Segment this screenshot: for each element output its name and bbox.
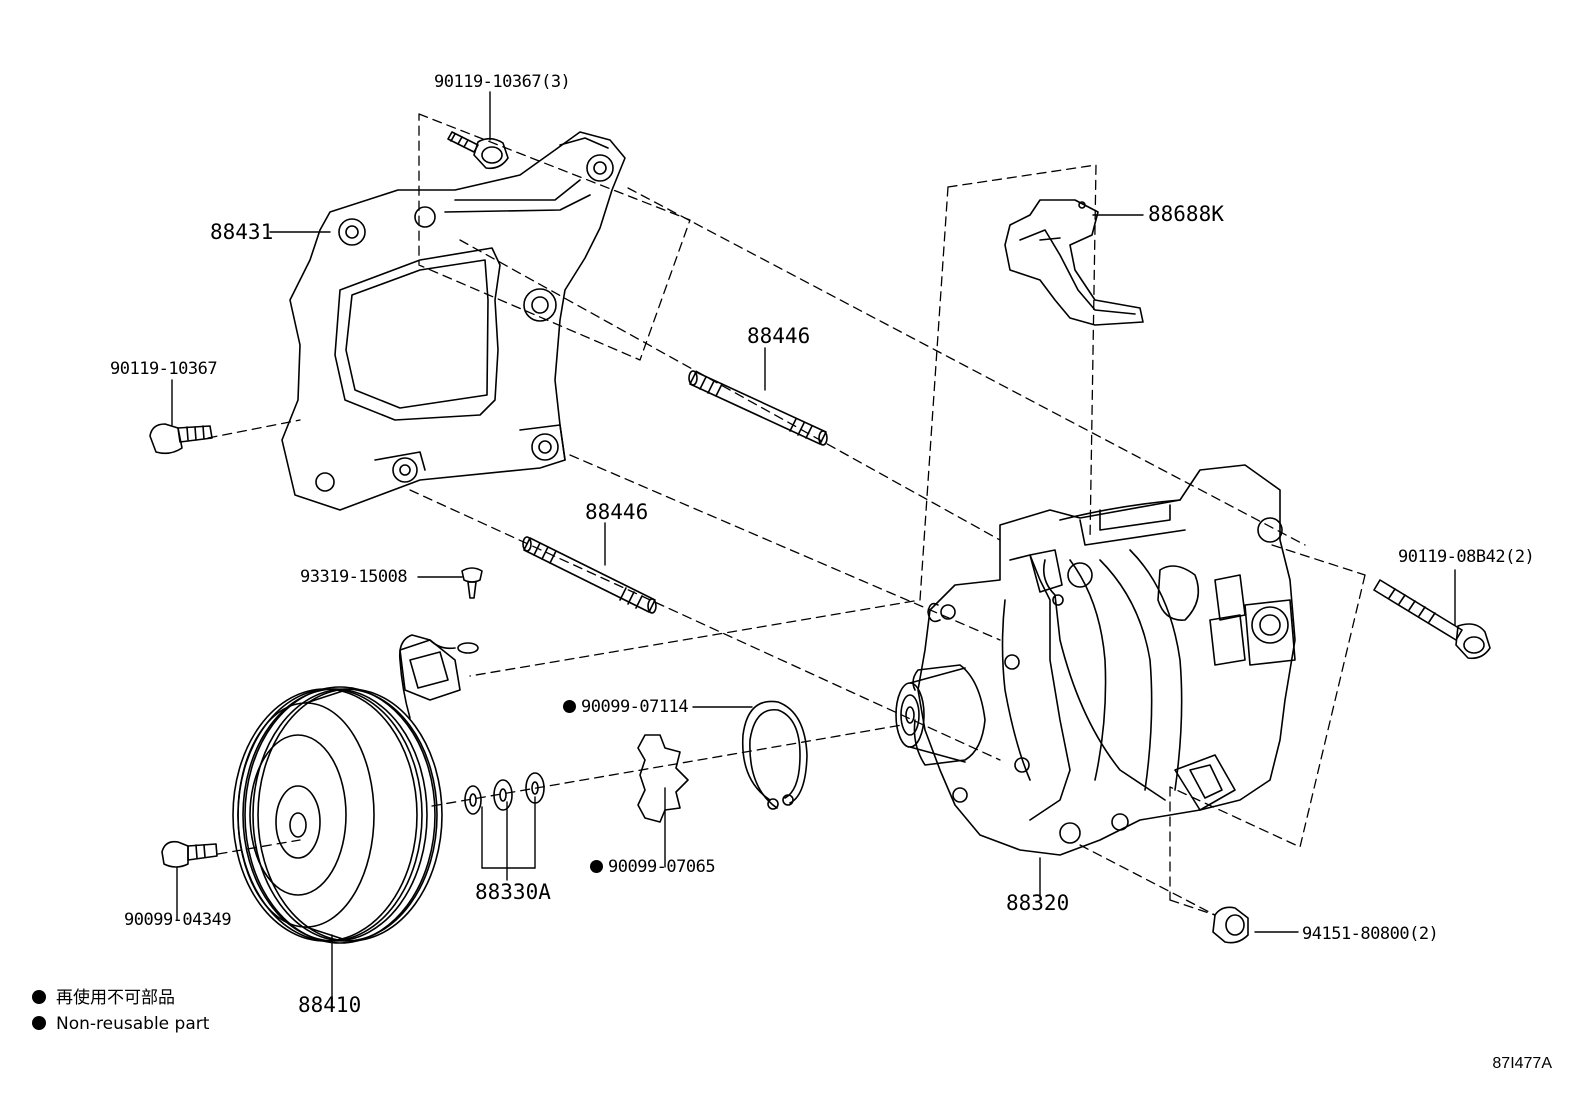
- screw-art: [461, 567, 483, 599]
- label-bolt-clutch[interactable]: 90099-04349: [124, 910, 232, 930]
- label-compressor[interactable]: 88320: [1006, 891, 1070, 915]
- bullet-dot-icon: [32, 1016, 46, 1030]
- bolt-top-art: [447, 131, 509, 170]
- star-plate-art: [637, 734, 689, 823]
- label-stud-upper[interactable]: 88446: [747, 324, 811, 348]
- label-star-plate[interactable]: 90099-07065: [590, 857, 716, 877]
- label-snap-ring-text: 90099-07114: [581, 697, 689, 717]
- label-snap-ring[interactable]: 90099-07114: [563, 697, 689, 717]
- non-reusable-dot-icon: [590, 860, 603, 873]
- legend-text-japanese: 再使用不可部品: [56, 988, 175, 1008]
- label-wire-bracket[interactable]: 88688K: [1148, 202, 1224, 226]
- label-bolt-left[interactable]: 90119-10367: [110, 359, 218, 379]
- bolt-right-art: [1373, 579, 1491, 660]
- label-bolt-right[interactable]: 90119-08B42(2): [1398, 547, 1535, 567]
- legend-row-english: Non-reusable part: [32, 1016, 209, 1033]
- shims-art: [464, 772, 545, 815]
- legend-row-japanese: 再使用不可部品: [32, 990, 175, 1007]
- pulley-art: [232, 686, 443, 944]
- non-reusable-dot-icon: [563, 700, 576, 713]
- compressor-art: [895, 464, 1296, 856]
- stud-upper-art: [688, 370, 828, 446]
- diagram-reference-code: 87I477A: [1492, 1055, 1552, 1072]
- wire-harness-art: [398, 634, 479, 719]
- label-shims[interactable]: 88330A: [475, 880, 551, 904]
- legend-text-english: Non-reusable part: [56, 1014, 210, 1034]
- label-screw[interactable]: 93319-15008: [300, 567, 408, 587]
- bolt-left-art: [149, 423, 213, 455]
- snap-ring-art: [741, 700, 808, 810]
- nut-art: [1212, 906, 1249, 944]
- label-nut[interactable]: 94151-80800(2): [1302, 924, 1439, 944]
- leader-lines: [171, 91, 1456, 1004]
- stud-lower-art: [522, 536, 657, 614]
- label-pulley[interactable]: 88410: [298, 993, 362, 1017]
- label-bracket[interactable]: 88431: [210, 220, 274, 244]
- label-stud-lower[interactable]: 88446: [585, 500, 649, 524]
- label-star-plate-text: 90099-07065: [608, 857, 716, 877]
- label-bolt-top[interactable]: 90119-10367(3): [434, 72, 571, 92]
- bolt-clutch-art: [161, 840, 218, 868]
- wire-bracket-art: [1004, 199, 1144, 326]
- bracket-art: [281, 131, 626, 511]
- bullet-dot-icon: [32, 990, 46, 1004]
